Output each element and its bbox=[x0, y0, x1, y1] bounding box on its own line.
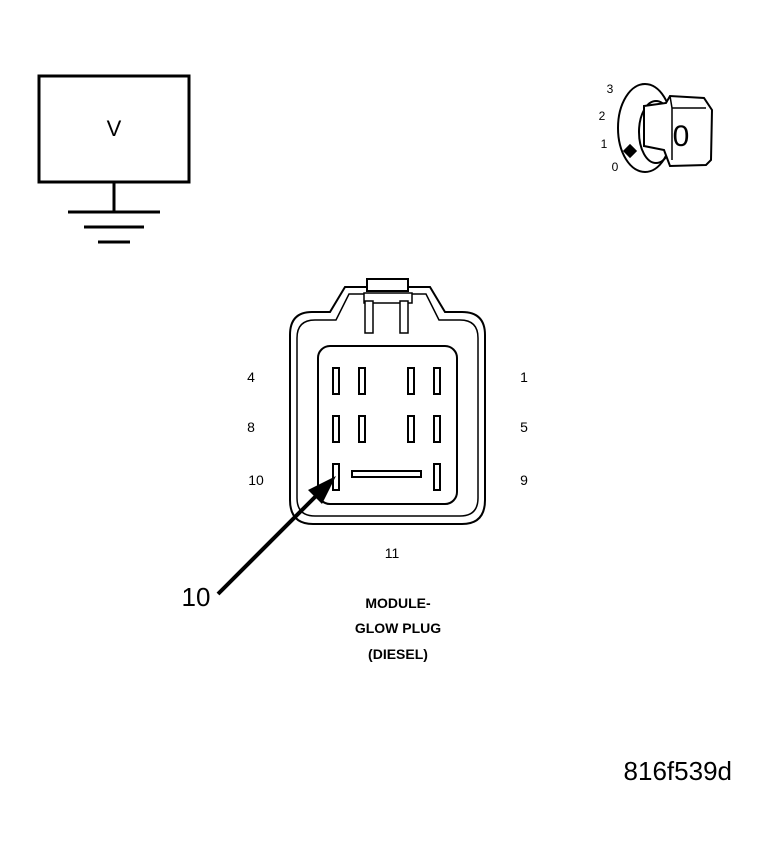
callout-arrow-shaft bbox=[216, 488, 324, 596]
pin-cavity bbox=[407, 415, 415, 443]
ignition-position-0: 0 bbox=[612, 160, 619, 174]
voltmeter-label: V bbox=[107, 116, 122, 141]
pin-label-5: 5 bbox=[520, 419, 528, 435]
connector-inner-shell bbox=[296, 293, 479, 517]
pin-cavity bbox=[433, 463, 441, 491]
connector-title-line-3: (DIESEL) bbox=[368, 646, 428, 662]
pin-cavity-10 bbox=[332, 463, 340, 491]
connector-latch-arm-left bbox=[364, 300, 374, 334]
key-icon bbox=[643, 94, 714, 168]
ignition-position-3: 3 bbox=[607, 82, 614, 96]
voltmeter-symbol: V bbox=[37, 74, 191, 244]
pin-label-8: 8 bbox=[247, 419, 255, 435]
pin-label-9: 9 bbox=[520, 472, 528, 488]
key-bevel bbox=[669, 95, 706, 160]
pin-cavity bbox=[358, 415, 366, 443]
ground-icon bbox=[68, 210, 160, 244]
callout-label: 10 bbox=[182, 582, 211, 612]
ignition-switch: 0 3 2 1 0 bbox=[599, 82, 714, 174]
ignition-position-2: 2 bbox=[599, 109, 606, 123]
connector-title-line-2: GLOW PLUG bbox=[355, 620, 441, 636]
pin-cavity bbox=[407, 367, 415, 395]
pin-cavities bbox=[332, 367, 441, 491]
connector-latch-base bbox=[363, 292, 413, 304]
pin-label-10: 10 bbox=[248, 472, 264, 488]
ignition-position-1: 1 bbox=[601, 137, 608, 151]
glow-plug-connector: 4 8 10 1 5 9 11 bbox=[247, 278, 528, 561]
connector-latch-arm-right bbox=[399, 300, 409, 334]
pin-cavity bbox=[433, 367, 441, 395]
pin-cavity bbox=[332, 415, 340, 443]
connector-latch bbox=[366, 278, 409, 292]
pin-label-11: 11 bbox=[385, 545, 400, 561]
callout-arrow: 10 bbox=[182, 476, 336, 612]
pin-label-4: 4 bbox=[247, 369, 255, 385]
key-position-marker bbox=[622, 143, 638, 159]
arrow-head-icon bbox=[308, 476, 336, 504]
figure-id: 816f539d bbox=[624, 756, 732, 786]
key-position-label: 0 bbox=[673, 120, 690, 153]
pin-cavity bbox=[332, 367, 340, 395]
connector-outer-shell bbox=[289, 286, 486, 525]
connector-title-line-1: MODULE- bbox=[365, 595, 431, 611]
pin-cavity-11 bbox=[351, 470, 422, 478]
pin-cavity bbox=[358, 367, 366, 395]
pin-cavity bbox=[433, 415, 441, 443]
connector-face bbox=[317, 345, 458, 505]
pin-label-1: 1 bbox=[520, 369, 528, 385]
